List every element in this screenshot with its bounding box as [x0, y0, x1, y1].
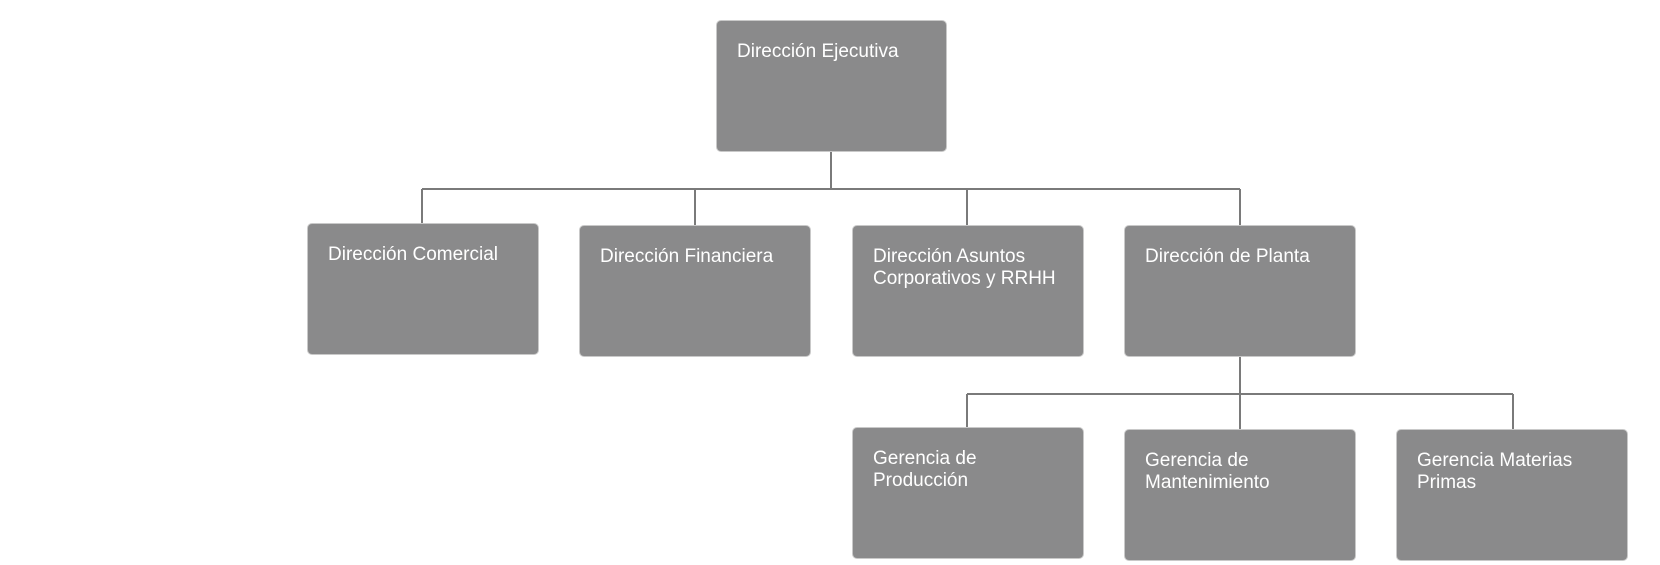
node-label: Dirección Financiera — [600, 246, 774, 267]
node-label: Dirección Asuntos Corporativos y RRHH — [873, 246, 1056, 289]
node-direccion-ejecutiva[interactable]: Dirección Ejecutiva — [716, 20, 947, 152]
node-gerencia-produccion[interactable]: Gerencia de Producción — [852, 427, 1084, 559]
node-direccion-de-planta[interactable]: Dirección de Planta — [1124, 225, 1356, 357]
node-label: Dirección Comercial — [328, 244, 498, 265]
node-label: Dirección de Planta — [1145, 246, 1310, 267]
node-label: Gerencia de Mantenimiento — [1145, 450, 1270, 493]
node-label: Dirección Ejecutiva — [737, 41, 899, 62]
node-direccion-comercial[interactable]: Dirección Comercial — [307, 223, 539, 355]
node-label: Gerencia de Producción — [873, 448, 977, 491]
node-gerencia-mantenimiento[interactable]: Gerencia de Mantenimiento — [1124, 429, 1356, 561]
node-direccion-financiera[interactable]: Dirección Financiera — [579, 225, 811, 357]
node-label: Gerencia Materias Primas — [1417, 450, 1573, 493]
node-gerencia-materias-primas[interactable]: Gerencia Materias Primas — [1396, 429, 1628, 561]
node-direccion-asuntos-corporativos[interactable]: Dirección Asuntos Corporativos y RRHH — [852, 225, 1084, 357]
